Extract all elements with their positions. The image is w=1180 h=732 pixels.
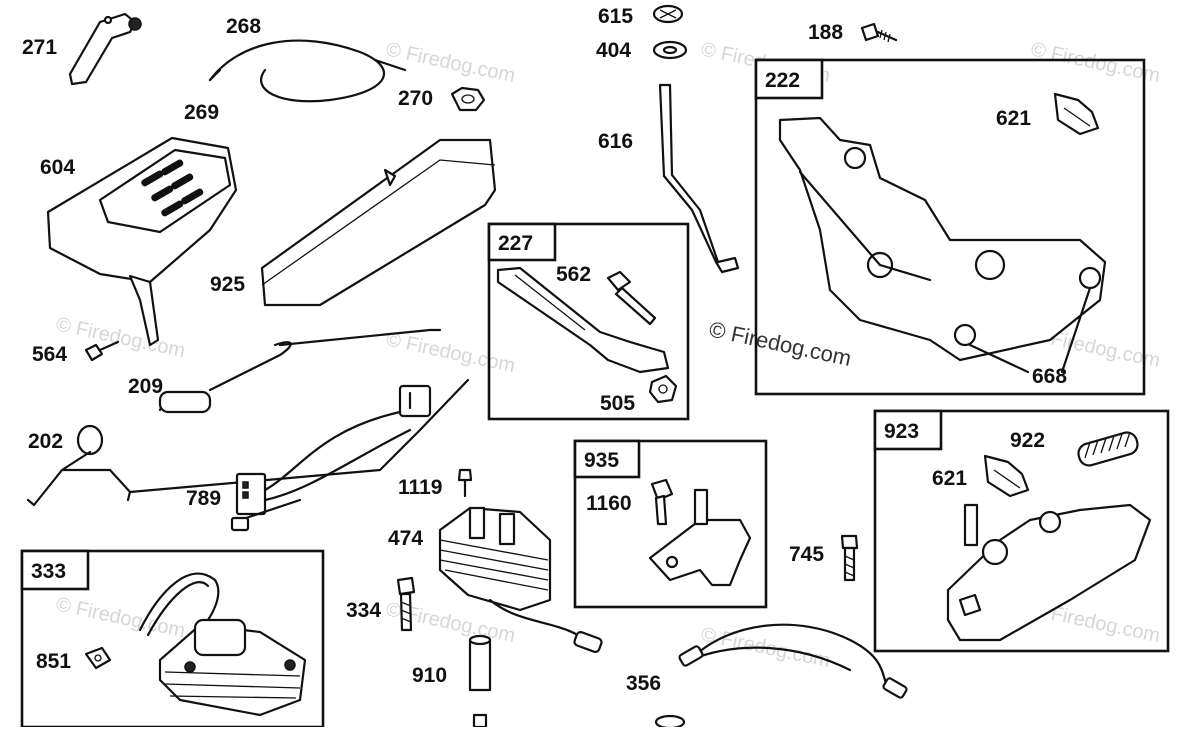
kit-227-frame <box>487 222 690 421</box>
part-935-bracket <box>648 488 752 587</box>
part-621-clip-b <box>983 454 1030 498</box>
part-474-ignition-armature <box>438 506 603 653</box>
part-label-621-a: 621 <box>996 107 1031 130</box>
watermark: © Firedog.com <box>1029 38 1162 87</box>
part-label-270: 270 <box>398 87 433 110</box>
kit-label-222: 222 <box>765 69 800 92</box>
part-label-621-b: 621 <box>932 467 967 490</box>
part-334-bolt <box>396 576 416 632</box>
kit-222-tag <box>754 58 824 100</box>
watermark: © Firedog.com <box>384 38 517 87</box>
part-label-1119: 1119 <box>398 476 442 499</box>
part-label-356: 356 <box>626 672 661 695</box>
part-label-615: 615 <box>598 5 633 28</box>
leader-668-a <box>968 343 1030 374</box>
part-562-bolt <box>606 270 657 326</box>
kit-923-frame <box>873 409 1170 653</box>
part-851-clip <box>84 646 112 670</box>
kit-222-frame <box>754 58 1146 396</box>
watermark: © Firedog.com <box>54 313 187 362</box>
part-1160-bolt <box>650 478 674 526</box>
part-label-562: 562 <box>556 263 591 286</box>
part-label-505: 505 <box>600 392 635 415</box>
part-label-745: 745 <box>789 543 824 566</box>
part-label-404: 404 <box>596 39 631 62</box>
part-910-spacer <box>468 634 492 729</box>
part-621-clip-a <box>1053 92 1100 136</box>
part-1119-screw <box>457 468 473 498</box>
part-923-governor-plate <box>946 503 1152 642</box>
part-222-control-bracket <box>778 116 1107 362</box>
part-925-filter <box>260 138 497 307</box>
kit-935-frame <box>573 439 768 609</box>
part-356-wire <box>654 623 908 730</box>
part-label-188: 188 <box>808 21 843 44</box>
watermark: © Firedog.com <box>384 328 517 377</box>
part-label-604: 604 <box>40 156 75 179</box>
part-789-harness <box>230 384 432 532</box>
part-615-cap <box>652 4 684 24</box>
part-label-269: 269 <box>184 101 219 124</box>
part-564-bolt <box>84 340 120 362</box>
part-209-spring <box>158 328 442 414</box>
kit-935-tag <box>573 439 641 479</box>
watermark: © Firedog.com <box>54 593 187 642</box>
part-404-washer <box>652 40 688 60</box>
part-label-789: 789 <box>186 487 221 510</box>
kit-333-tag <box>20 549 90 591</box>
part-label-268: 268 <box>226 15 261 38</box>
part-label-1160: 1160 <box>586 492 632 515</box>
part-label-851: 851 <box>36 650 71 673</box>
kit-label-923: 923 <box>884 420 919 443</box>
leader-668-b <box>1060 286 1092 374</box>
part-label-564: 564 <box>32 343 67 366</box>
part-333-ignition-coil <box>138 572 307 717</box>
part-271-bracket <box>68 12 142 86</box>
part-922-spring <box>1077 431 1139 467</box>
part-227-lever <box>496 266 670 374</box>
part-label-209: 209 <box>128 375 163 398</box>
part-505-nut <box>648 374 678 404</box>
part-label-668: 668 <box>1032 365 1067 388</box>
part-label-334: 334 <box>346 599 381 622</box>
kit-label-333: 333 <box>31 560 66 583</box>
part-604-cover <box>46 136 238 347</box>
part-label-616: 616 <box>598 130 633 153</box>
kit-923-tag <box>873 409 943 451</box>
part-188-bolt <box>860 22 898 43</box>
part-label-474: 474 <box>388 527 423 550</box>
kit-label-935: 935 <box>584 449 619 472</box>
part-label-271: 271 <box>22 36 57 59</box>
kit-label-227: 227 <box>498 232 533 255</box>
part-616-shaft <box>658 83 740 274</box>
part-label-910: 910 <box>412 664 447 687</box>
part-label-922: 922 <box>1010 429 1045 452</box>
part-745-bolt <box>840 534 859 582</box>
part-268-cable <box>208 39 407 103</box>
kit-227-tag <box>487 222 557 262</box>
watermark-main: © Firedog.com <box>707 316 854 371</box>
part-270-nut <box>450 86 486 112</box>
part-label-202: 202 <box>28 430 63 453</box>
part-label-925: 925 <box>210 273 245 296</box>
